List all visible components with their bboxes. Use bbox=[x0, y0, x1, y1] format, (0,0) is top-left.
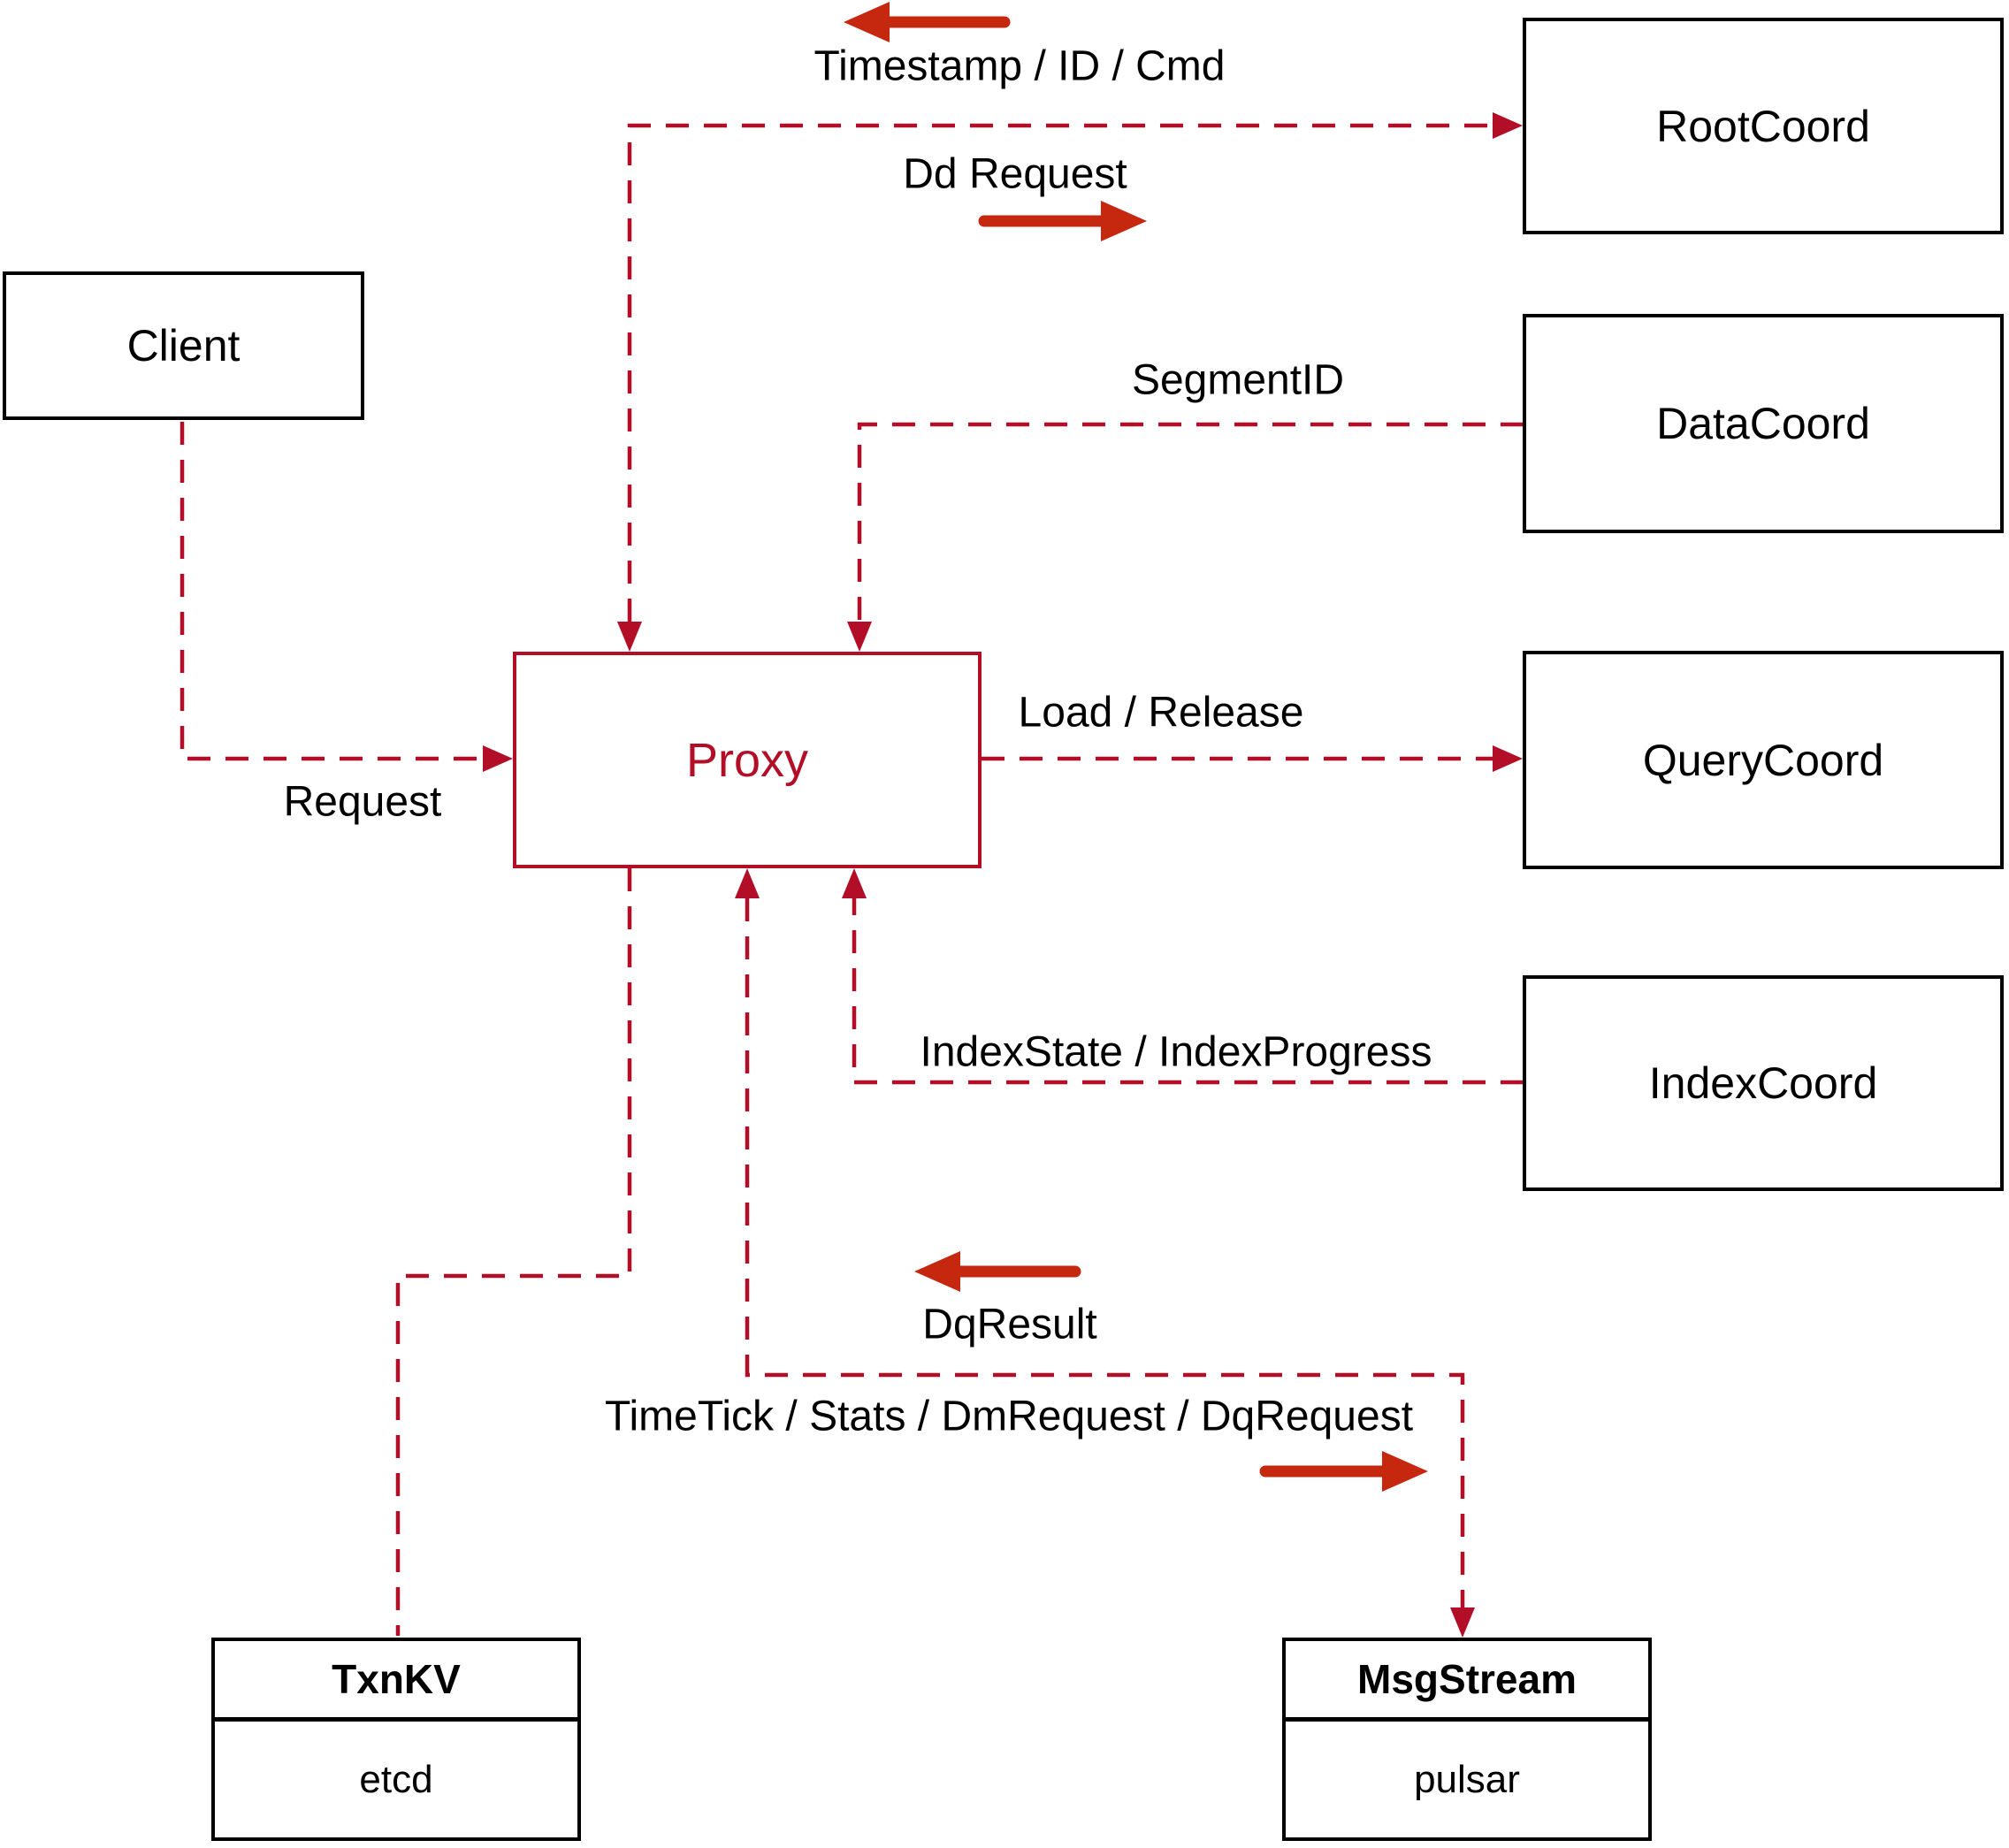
edge-label-segment-id: SegmentID bbox=[1131, 356, 1345, 404]
client-proxy-connector bbox=[180, 422, 483, 761]
txnkv-node: TxnKV etcd bbox=[211, 1638, 581, 1841]
rootcoord-label: RootCoord bbox=[1656, 101, 1870, 151]
edge-label-load-release: Load / Release bbox=[1018, 689, 1304, 737]
indexcoord-proxy-connector bbox=[852, 898, 1524, 1085]
proxy-label: Proxy bbox=[685, 733, 809, 787]
edge-label-timestamp-id-cmd: Timestamp / ID / Cmd bbox=[814, 42, 1226, 90]
edge-label-dq-result: DqResult bbox=[922, 1301, 1097, 1348]
indexcoord-label: IndexCoord bbox=[1648, 1058, 1878, 1108]
dd-request-direction-arrow-icon bbox=[978, 201, 1147, 241]
arrowhead-into-rootcoord bbox=[1493, 112, 1523, 139]
arrowhead-into-proxy-bottom-right bbox=[842, 868, 867, 898]
datacoord-proxy-connector bbox=[857, 422, 1524, 622]
msgstream-title: MsgStream bbox=[1286, 1641, 1648, 1722]
proxy-msgstream-connector bbox=[745, 898, 1465, 1607]
datacoord-node: DataCoord bbox=[1523, 314, 2004, 533]
arrowhead-into-proxy-top-left bbox=[617, 622, 642, 652]
datacoord-label: DataCoord bbox=[1656, 399, 1870, 448]
msgstream-node: MsgStream pulsar bbox=[1282, 1638, 1652, 1841]
proxy-rootcoord-connector bbox=[627, 123, 1493, 622]
timestamp-direction-arrow-icon bbox=[844, 2, 1011, 42]
proxy-txnkv-connector bbox=[395, 868, 632, 1636]
querycoord-label: QueryCoord bbox=[1642, 735, 1884, 785]
rootcoord-node: RootCoord bbox=[1523, 18, 2004, 234]
edge-label-request: Request bbox=[283, 778, 442, 826]
arrowhead-into-proxy-left bbox=[483, 745, 513, 772]
arrowhead-into-querycoord bbox=[1493, 745, 1523, 772]
querycoord-node: QueryCoord bbox=[1523, 651, 2004, 869]
dq-result-direction-arrow-icon bbox=[914, 1251, 1081, 1292]
arrowhead-into-msgstream bbox=[1450, 1607, 1475, 1638]
edge-label-index-state-progress: IndexState / IndexProgress bbox=[920, 1028, 1432, 1076]
proxy-node: Proxy bbox=[513, 652, 982, 868]
msgstream-implementation: pulsar bbox=[1414, 1757, 1520, 1801]
client-label: Client bbox=[126, 321, 241, 370]
arrowhead-into-proxy-top-right bbox=[847, 622, 872, 652]
client-node: Client bbox=[3, 271, 364, 420]
arrowhead-into-proxy-bottom-middle bbox=[735, 868, 760, 898]
indexcoord-node: IndexCoord bbox=[1523, 975, 2004, 1191]
txnkv-title: TxnKV bbox=[215, 1641, 577, 1722]
timetick-direction-arrow-icon bbox=[1259, 1451, 1428, 1492]
txnkv-implementation: etcd bbox=[359, 1757, 433, 1801]
edge-label-timetick-stats: TimeTick / Stats / DmRequest / DqRequest bbox=[604, 1393, 1414, 1440]
edge-label-dd-request: Dd Request bbox=[903, 150, 1127, 198]
